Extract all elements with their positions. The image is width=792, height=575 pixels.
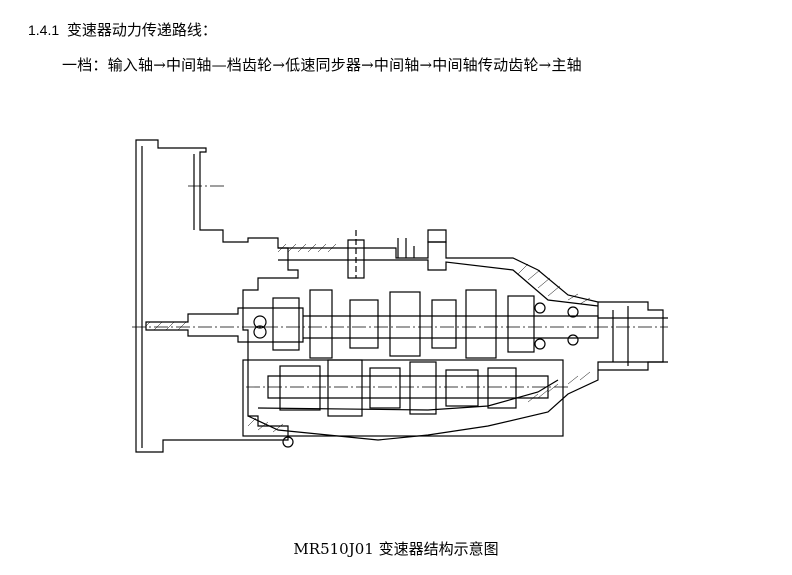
transmission-cross-section-drawing	[132, 139, 668, 453]
counter-shaft	[267, 375, 549, 399]
section-heading: 1.4.1 变速器动力传递路线：	[28, 19, 217, 40]
input-shaft	[145, 307, 304, 343]
transmission-diagram	[128, 130, 668, 470]
gear-route-text: 一档：输入轴→中间轴—档齿轮→低速同步器→中间轴→中间轴传动齿轮→主轴	[62, 56, 582, 74]
section-number: 1.4.1	[28, 22, 60, 38]
gear-upper-1	[272, 297, 300, 351]
bell-housing	[135, 139, 299, 453]
case-top	[278, 239, 668, 319]
output-housing	[598, 301, 664, 371]
section-title: 变速器动力传递路线：	[66, 21, 217, 39]
gear-lower-1	[279, 365, 321, 411]
figure-caption: MR510J01 变速器结构示意图	[293, 540, 499, 558]
case-bottom	[247, 361, 668, 441]
